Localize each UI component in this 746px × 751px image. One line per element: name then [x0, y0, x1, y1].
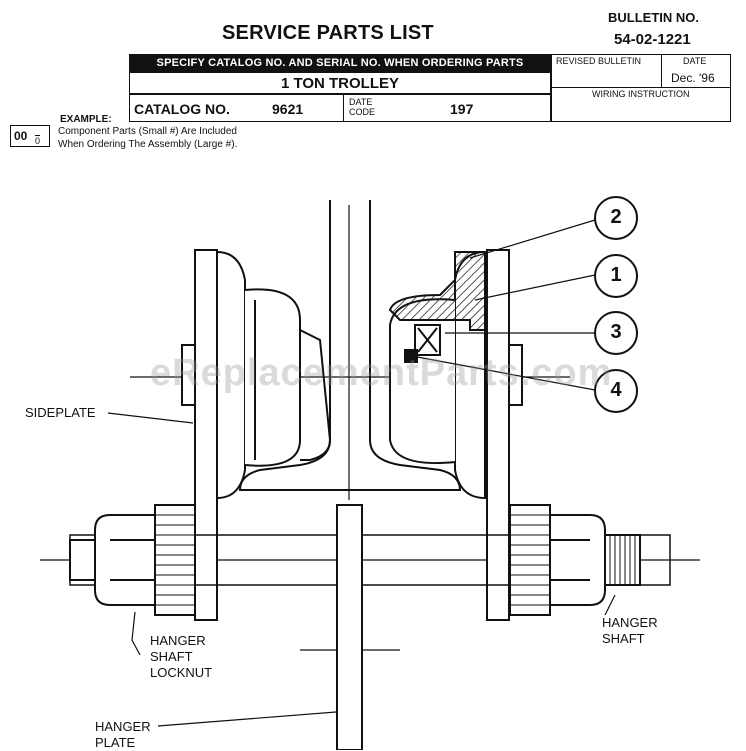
catalog-number: 9621 — [272, 101, 304, 117]
shaft-label-line2: SHAFT — [602, 631, 645, 646]
plate-label-line1: HANGER — [95, 719, 151, 734]
ordering-instruction-bar: SPECIFY CATALOG NO. AND SERIAL NO. WHEN … — [129, 54, 551, 72]
bulletin-label: BULLETIN NO. — [608, 10, 699, 25]
page-title: SERVICE PARTS LIST — [222, 22, 434, 44]
example-note-line2: When Ordering The Assembly (Large #). — [58, 139, 238, 150]
revision-divider — [661, 54, 662, 88]
watermark: eReplacementParts.com — [150, 352, 613, 394]
callout-circle-4 — [594, 369, 638, 413]
plate-label-line2: PLATE — [95, 735, 136, 750]
callout-number-3: 3 — [610, 321, 622, 343]
callout-circle-2 — [594, 196, 638, 240]
example-badge-small: 0 — [35, 135, 41, 146]
wiring-instruction-label: WIRING INSTRUCTION — [592, 89, 690, 99]
callout-circles — [594, 196, 638, 413]
locknut-label-line2: SHAFT — [150, 649, 193, 664]
bulletin-number: 54-02-1221 — [614, 31, 691, 48]
date-code-label-line1: DATE — [349, 97, 373, 107]
product-name: 1 TON TROLLEY — [129, 72, 551, 94]
hanger-shaft-label: HANGER SHAFT — [602, 615, 658, 647]
revision-hline — [551, 87, 731, 88]
date-code-label-line2: CODE — [349, 107, 376, 117]
revision-date-label: DATE — [683, 56, 707, 66]
example-note-line1: Component Parts (Small #) Are Included — [58, 126, 237, 137]
example-label: EXAMPLE: — [60, 114, 112, 125]
example-badge-large: 00 — [14, 129, 28, 143]
callout-circle-3 — [594, 311, 638, 355]
callout-number-1: 1 — [610, 264, 622, 286]
catalog-divider — [343, 94, 344, 122]
locknut-label-line3: LOCKNUT — [150, 665, 213, 680]
hanger-shaft-locknut-label: HANGER SHAFT LOCKNUT — [150, 633, 212, 681]
example-badge: 00 0 — [10, 125, 50, 147]
catalog-row — [129, 94, 551, 122]
sideplate-label: SIDEPLATE — [25, 405, 96, 420]
revised-bulletin-label: REVISED BULLETIN — [556, 56, 642, 66]
hanger-plate-label: HANGER PLATE — [95, 719, 151, 751]
callout-circle-1 — [594, 254, 638, 298]
revision-box — [551, 54, 731, 122]
date-code-value: 197 — [450, 101, 474, 117]
callout-number-2: 2 — [610, 206, 622, 228]
date-code-label: DATE CODE — [349, 97, 375, 117]
shaft-label-line1: HANGER — [602, 615, 658, 630]
catalog-label: CATALOG NO. — [134, 101, 230, 117]
locknut-label-line1: HANGER — [150, 633, 206, 648]
revision-date-value: Dec. '96 — [671, 71, 715, 85]
callout-number-4: 4 — [610, 379, 622, 401]
